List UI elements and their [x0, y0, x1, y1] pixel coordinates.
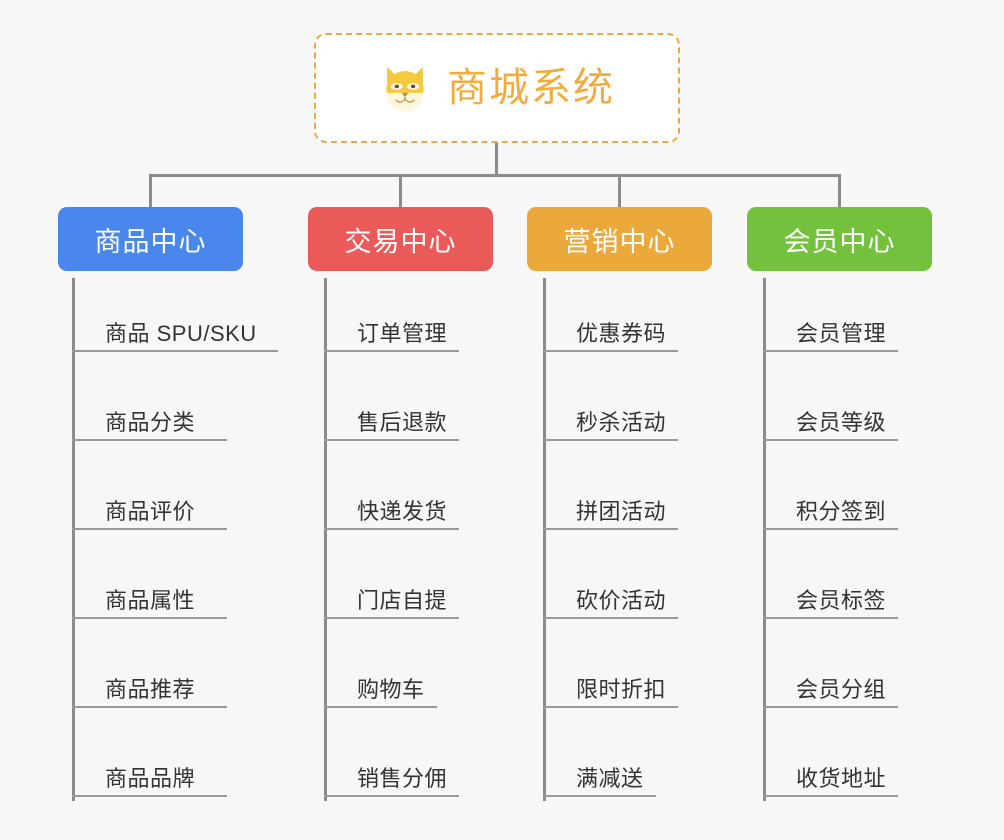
leaf-label: 会员标签 [796, 587, 887, 613]
leaf-item[interactable]: 拼团活动 [543, 484, 678, 530]
leaf-item[interactable]: 秒杀活动 [543, 395, 678, 441]
leaf-item[interactable]: 会员等级 [763, 395, 898, 441]
connector-drop-2 [399, 174, 402, 208]
branch-trunk-2 [324, 278, 327, 801]
leaf-label: 销售分佣 [357, 765, 448, 791]
category-box-3[interactable]: 营销中心 [527, 207, 712, 271]
leaf-label: 商品推荐 [105, 676, 196, 702]
leaf-label: 会员分组 [796, 676, 887, 702]
root-title: 商城系统 [447, 66, 615, 110]
leaf-item[interactable]: 门店自提 [324, 573, 459, 619]
leaf-label: 优惠券码 [576, 320, 667, 346]
connector-drop-1 [149, 174, 152, 208]
leaf-item[interactable]: 会员标签 [763, 573, 898, 619]
leaf-item[interactable]: 商品属性 [72, 573, 227, 619]
leaf-label: 限时折扣 [576, 676, 667, 702]
leaf-label: 商品分类 [105, 409, 196, 435]
leaf-item[interactable]: 商品分类 [72, 395, 227, 441]
leaf-label: 商品品牌 [105, 765, 196, 791]
leaf-item[interactable]: 砍价活动 [543, 573, 678, 619]
leaf-item[interactable]: 满减送 [543, 751, 656, 797]
leaf-item[interactable]: 订单管理 [324, 306, 459, 352]
leaf-label: 满减送 [576, 765, 644, 791]
leaf-label: 售后退款 [357, 409, 448, 435]
leaf-label: 收货地址 [796, 765, 887, 791]
category-label-3: 营销中心 [563, 226, 676, 257]
leaf-label: 订单管理 [357, 320, 448, 346]
leaf-item[interactable]: 销售分佣 [324, 751, 459, 797]
leaf-label: 快递发货 [357, 498, 448, 524]
leaf-item[interactable]: 限时折扣 [543, 662, 678, 708]
category-box-1[interactable]: 商品中心 [58, 207, 243, 271]
branch-trunk-4 [763, 278, 766, 801]
leaf-item[interactable]: 快递发货 [324, 484, 459, 530]
branch-trunk-3 [543, 278, 546, 801]
connector-horizontal-bus [149, 174, 840, 177]
leaf-label: 会员管理 [796, 320, 887, 346]
leaf-item[interactable]: 售后退款 [324, 395, 459, 441]
category-label-2: 交易中心 [344, 226, 457, 257]
leaf-item[interactable]: 商品 SPU/SKU [72, 306, 278, 352]
leaf-label: 秒杀活动 [576, 409, 667, 435]
leaf-item[interactable]: 会员管理 [763, 306, 898, 352]
leaf-item[interactable]: 会员分组 [763, 662, 898, 708]
category-label-1: 商品中心 [94, 226, 207, 257]
category-box-2[interactable]: 交易中心 [308, 207, 493, 271]
connector-drop-3 [618, 174, 621, 208]
leaf-label: 会员等级 [796, 409, 887, 435]
root-node[interactable]: 商城系统 [314, 33, 680, 143]
leaf-item[interactable]: 积分签到 [763, 484, 898, 530]
connector-drop-4 [838, 174, 841, 208]
leaf-item[interactable]: 优惠券码 [543, 306, 678, 352]
leaf-item[interactable]: 商品评价 [72, 484, 227, 530]
leaf-label: 商品评价 [105, 498, 196, 524]
leaf-label: 商品属性 [105, 587, 196, 613]
category-box-4[interactable]: 会员中心 [747, 207, 932, 271]
dog-face-icon [386, 66, 424, 112]
leaf-label: 购物车 [357, 676, 425, 702]
leaf-label: 砍价活动 [576, 587, 667, 613]
leaf-label: 拼团活动 [576, 498, 667, 524]
leaf-label: 积分签到 [796, 498, 887, 524]
leaf-item[interactable]: 收货地址 [763, 751, 898, 797]
leaf-label: 门店自提 [357, 587, 448, 613]
category-label-4: 会员中心 [783, 226, 896, 257]
leaf-item[interactable]: 购物车 [324, 662, 437, 708]
connector-root-stem [495, 143, 498, 176]
leaf-item[interactable]: 商品品牌 [72, 751, 227, 797]
leaf-label: 商品 SPU/SKU [105, 320, 257, 346]
leaf-item[interactable]: 商品推荐 [72, 662, 227, 708]
branch-trunk-1 [72, 278, 75, 801]
